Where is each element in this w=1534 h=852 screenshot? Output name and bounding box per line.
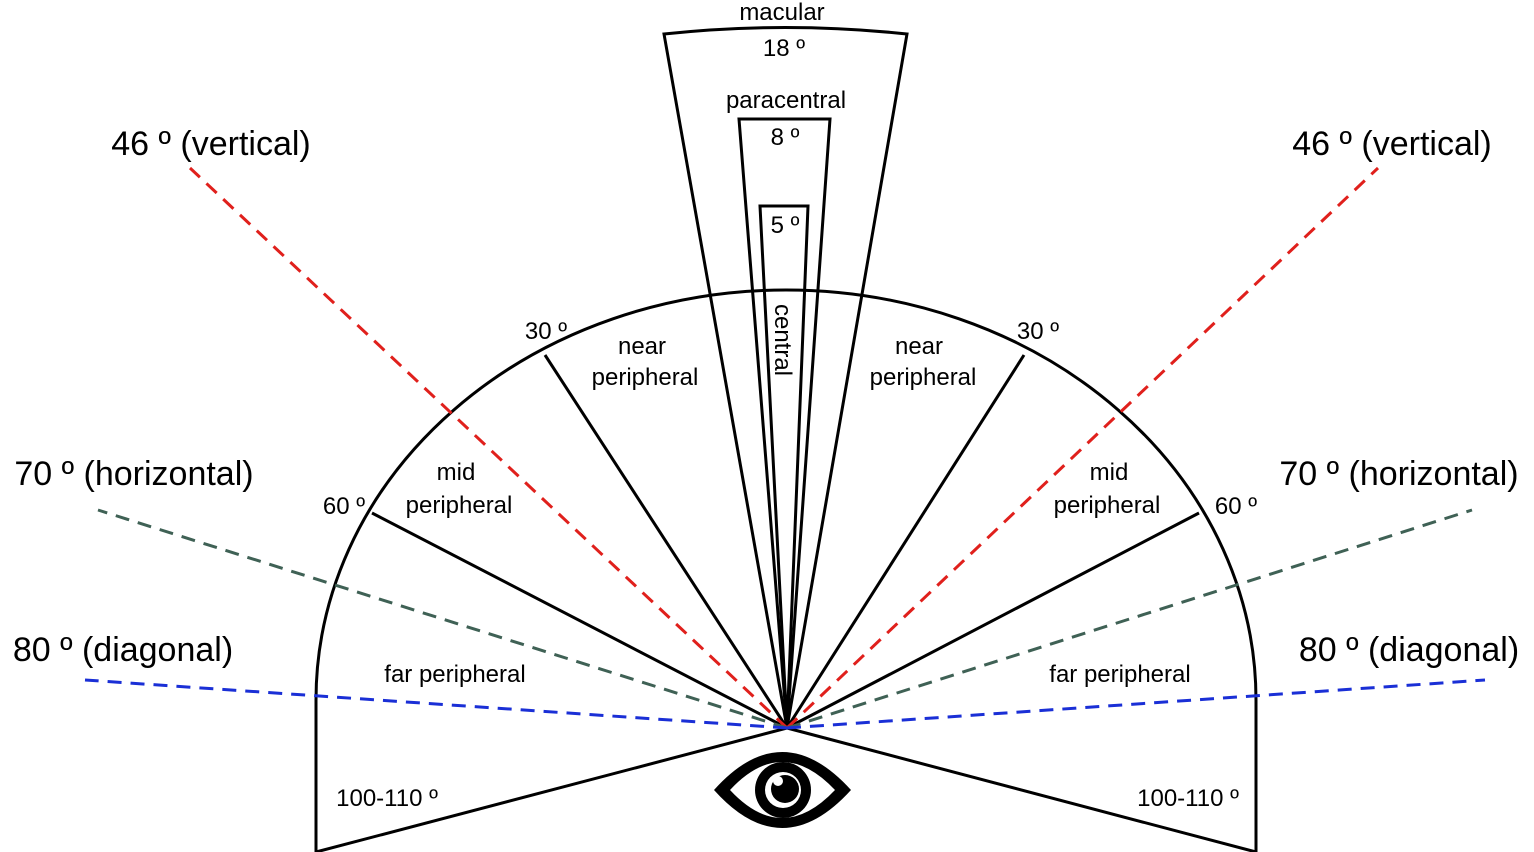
near-label-right: near <box>895 333 943 360</box>
boundary-110-left <box>315 726 788 852</box>
central-degree-label: 5 º <box>771 212 800 239</box>
vertical-label-left: 46 º (vertical) <box>111 125 310 163</box>
paracentral-label: paracentral <box>726 87 846 114</box>
near-peripheral-label-left: peripheral <box>592 364 699 391</box>
degree-30-left: 30 º <box>525 318 567 345</box>
horizontal-label-left: 70 º (horizontal) <box>14 455 253 493</box>
macular-label: macular <box>739 0 824 26</box>
degree-60-right: 60 º <box>1215 493 1257 520</box>
mid-label-left: mid <box>437 459 476 486</box>
vertical-line-right <box>785 166 1380 730</box>
boundary-30-left <box>543 354 789 729</box>
eye-icon <box>714 752 851 828</box>
boundary-60-right <box>786 511 1200 730</box>
paracentral-wedge <box>737 117 832 729</box>
near-peripheral-label-right: peripheral <box>870 364 977 391</box>
mid-label-right: mid <box>1090 459 1129 486</box>
mid-peripheral-label-left: peripheral <box>406 492 513 519</box>
mid-peripheral-label-right: peripheral <box>1054 492 1161 519</box>
degree-30-right: 30 º <box>1017 318 1059 345</box>
macular-degree-label: 18 º <box>763 35 805 62</box>
diagonal-label-left: 80 º (diagonal) <box>13 631 233 669</box>
paracentral-degree-label: 8 º <box>771 124 800 151</box>
boundary-30-right <box>785 354 1026 729</box>
diagonal-line-right <box>786 678 1486 730</box>
degree-60-left: 60 º <box>323 493 365 520</box>
central-wedge <box>758 204 810 729</box>
horizontal-label-right: 70 º (horizontal) <box>1279 455 1518 493</box>
macular-wedge <box>662 26 909 729</box>
visual-field-outline <box>314 288 1258 852</box>
near-label-left: near <box>618 333 666 360</box>
boundary-110-right <box>786 726 1257 852</box>
boundary-60-left <box>371 511 788 730</box>
diagonal-label-right: 80 º (diagonal) <box>1299 631 1519 669</box>
horizontal-line-right <box>786 508 1473 730</box>
vertical-line-left <box>188 166 789 730</box>
far-peripheral-label-left: far peripheral <box>384 661 525 688</box>
diagonal-line-left <box>84 678 788 730</box>
far-peripheral-label-right: far peripheral <box>1049 661 1190 688</box>
horizontal-line-left <box>97 508 788 730</box>
vertical-label-right: 46 º (vertical) <box>1292 125 1491 163</box>
central-label: central <box>769 304 796 376</box>
degree-100-110-right: 100-110 º <box>1137 785 1239 812</box>
degree-100-110-left: 100-110 º <box>336 785 438 812</box>
